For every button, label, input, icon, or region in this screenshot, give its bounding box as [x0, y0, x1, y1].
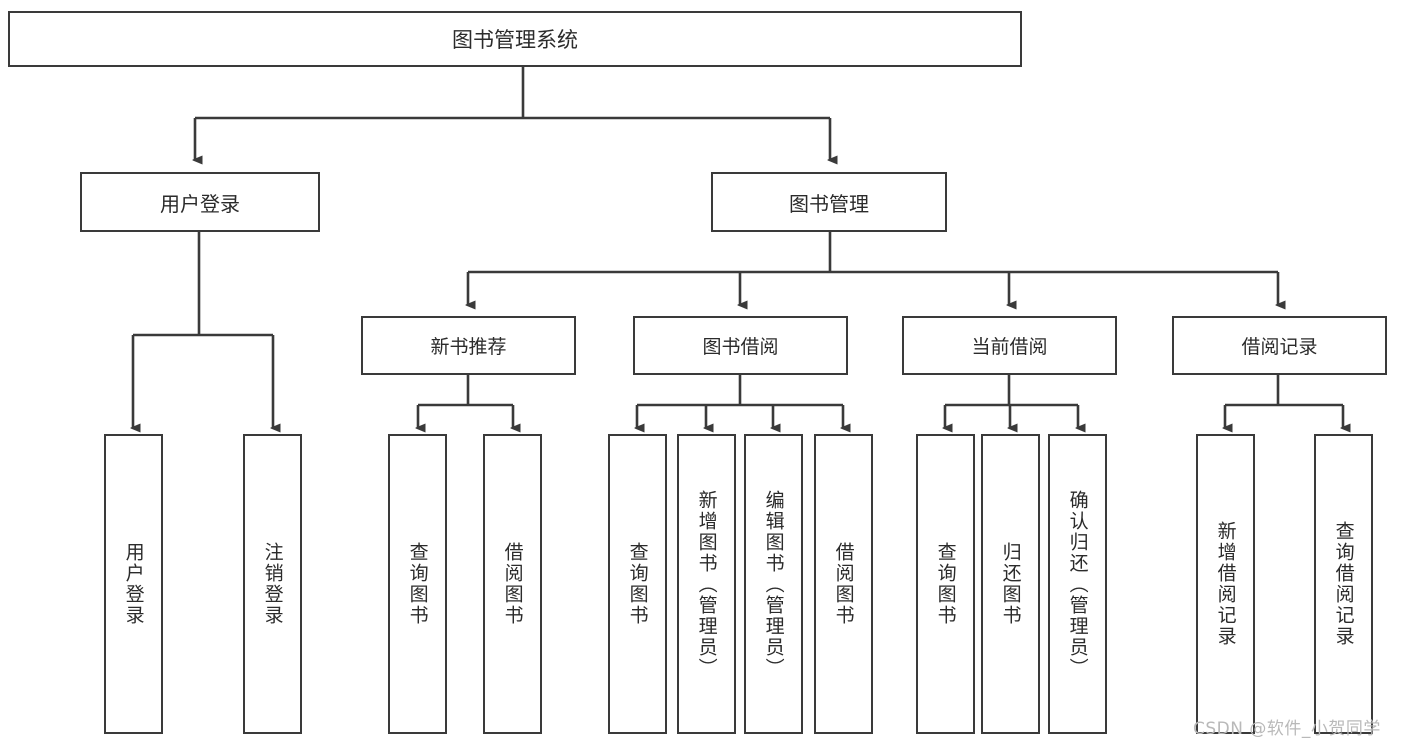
leaf-new-book-1[interactable]: 查询图书: [388, 434, 447, 734]
leaf-current-borrow-2-label: 归还图书: [999, 542, 1022, 626]
node-book-borrow-label: 图书借阅: [702, 336, 779, 358]
node-book-management-label: 图书管理: [789, 191, 869, 216]
leaf-current-borrow-1-label: 查询图书: [934, 542, 957, 626]
leaf-borrow-record-1-label: 新增借阅记录: [1214, 521, 1237, 647]
leaf-borrow-book-1[interactable]: 查询图书: [608, 434, 667, 734]
leaf-borrow-record-2-label: 查询借阅记录: [1332, 521, 1355, 647]
leaf-user-login-2-label: 注销登录: [261, 542, 284, 626]
leaf-current-borrow-2[interactable]: 归还图书: [981, 434, 1040, 734]
node-user-login-label: 用户登录: [160, 191, 240, 216]
node-current-borrow-label: 当前借阅: [971, 336, 1048, 358]
leaf-current-borrow-3[interactable]: 确认归还（管理员）: [1048, 434, 1107, 734]
leaf-current-borrow-3-label: 确认归还（管理员）: [1066, 489, 1089, 679]
leaf-new-book-2[interactable]: 借阅图书: [483, 434, 542, 734]
leaf-borrow-book-3[interactable]: 编辑图书（管理员）: [744, 434, 803, 734]
node-user-login[interactable]: 用户登录: [80, 172, 320, 232]
node-root[interactable]: 图书管理系统: [8, 11, 1022, 67]
csdn-watermark: CSDN @软件_小贺同学: [1193, 719, 1381, 739]
leaf-current-borrow-1[interactable]: 查询图书: [916, 434, 975, 734]
node-book-borrow[interactable]: 图书借阅: [633, 316, 848, 375]
node-new-book-recommend[interactable]: 新书推荐: [361, 316, 576, 375]
leaf-borrow-book-2[interactable]: 新增图书（管理员）: [677, 434, 736, 734]
leaf-user-login-1-label: 用户登录: [122, 542, 145, 626]
node-book-management[interactable]: 图书管理: [711, 172, 947, 232]
node-borrow-record[interactable]: 借阅记录: [1172, 316, 1387, 375]
leaf-user-login-2[interactable]: 注销登录: [243, 434, 302, 734]
leaf-borrow-book-4[interactable]: 借阅图书: [814, 434, 873, 734]
leaf-borrow-book-4-label: 借阅图书: [832, 542, 855, 626]
leaf-borrow-book-3-label: 编辑图书（管理员）: [762, 489, 785, 679]
node-current-borrow[interactable]: 当前借阅: [902, 316, 1117, 375]
node-new-book-recommend-label: 新书推荐: [430, 336, 507, 358]
leaf-borrow-book-1-label: 查询图书: [626, 542, 649, 626]
leaf-new-book-2-label: 借阅图书: [501, 542, 524, 626]
leaf-borrow-record-2[interactable]: 查询借阅记录: [1314, 434, 1373, 734]
leaf-new-book-1-label: 查询图书: [406, 542, 429, 626]
leaf-borrow-record-1[interactable]: 新增借阅记录: [1196, 434, 1255, 734]
leaf-borrow-book-2-label: 新增图书（管理员）: [695, 489, 718, 679]
leaf-user-login-1[interactable]: 用户登录: [104, 434, 163, 734]
node-borrow-record-label: 借阅记录: [1241, 336, 1318, 358]
node-root-label: 图书管理系统: [452, 28, 578, 52]
